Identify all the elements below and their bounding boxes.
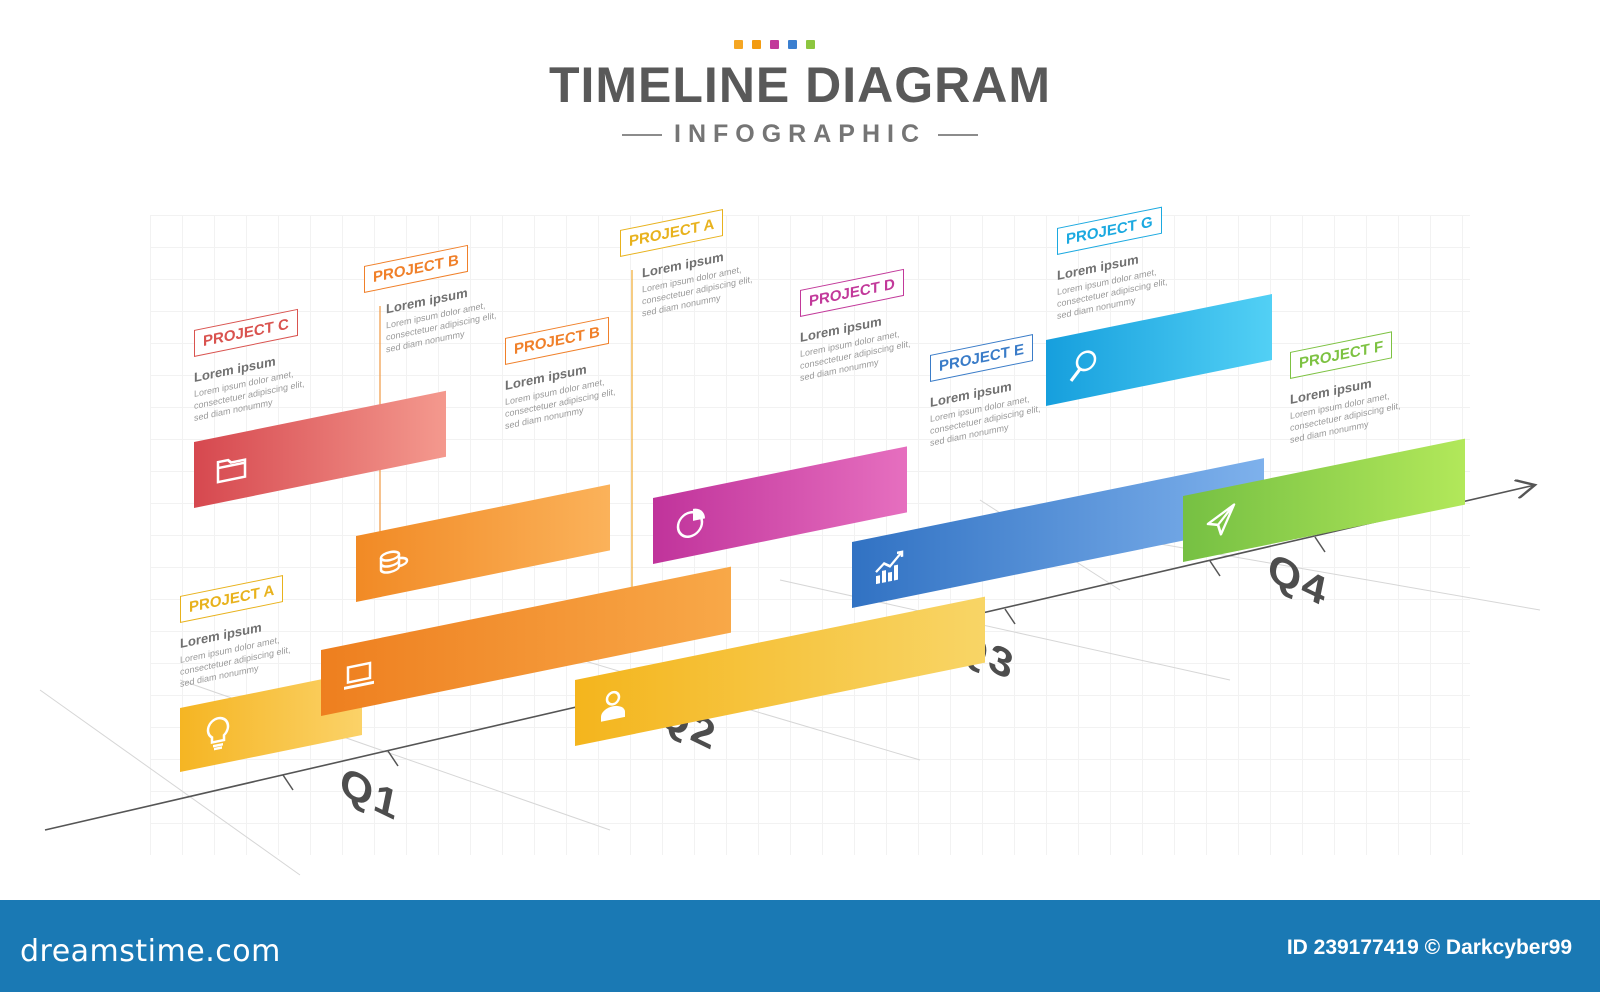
- lightbulb-icon: [206, 716, 230, 751]
- person-icon: [601, 690, 625, 722]
- footer-image-id: ID 239177419 © Darkcyber99: [1286, 936, 1572, 959]
- color-dots: [734, 40, 815, 49]
- subtitle-line-right: [938, 133, 978, 136]
- coins-icon: [379, 550, 409, 574]
- subtitle-row: INFOGRAPHIC: [0, 120, 1600, 149]
- axis-tick: [1314, 536, 1326, 553]
- footer-bar: dreamstime.com ID 239177419 © Darkcyber9…: [0, 900, 1600, 992]
- color-dot: [770, 40, 779, 49]
- axis-tick: [1209, 560, 1221, 577]
- diagram-canvas: TIMELINE DIAGRAM INFOGRAPHIC: [0, 40, 1600, 876]
- growth-chart-icon: [875, 550, 904, 585]
- diagram-title: TIMELINE DIAGRAM: [548, 57, 1052, 113]
- diagram-subtitle: INFOGRAPHIC: [674, 120, 926, 148]
- paper-plane-icon: [1206, 503, 1236, 536]
- project-bar: [653, 446, 907, 564]
- depth-line: [39, 689, 301, 876]
- project-bar: [1046, 294, 1272, 406]
- axis-tick: [1004, 608, 1016, 625]
- project-bar: [575, 596, 985, 746]
- project-bar: [356, 484, 610, 602]
- pie-chart-icon: [676, 508, 705, 538]
- search-icon: [1069, 350, 1097, 382]
- footer-logo: dreamstime.com: [20, 934, 281, 969]
- project-bar: [852, 458, 1264, 608]
- project-bar: [180, 670, 362, 772]
- subtitle-line-left: [622, 133, 662, 136]
- color-dot: [806, 40, 815, 49]
- laptop-icon: [344, 661, 374, 690]
- project-bar: [321, 566, 731, 716]
- folder-icon: [216, 458, 247, 484]
- axis-tick: [387, 750, 399, 767]
- axis-tick: [282, 774, 294, 791]
- project-bar: [1183, 438, 1465, 562]
- color-dot: [734, 40, 743, 49]
- color-dot: [752, 40, 761, 49]
- project-bar: [194, 390, 446, 508]
- color-dot: [788, 40, 797, 49]
